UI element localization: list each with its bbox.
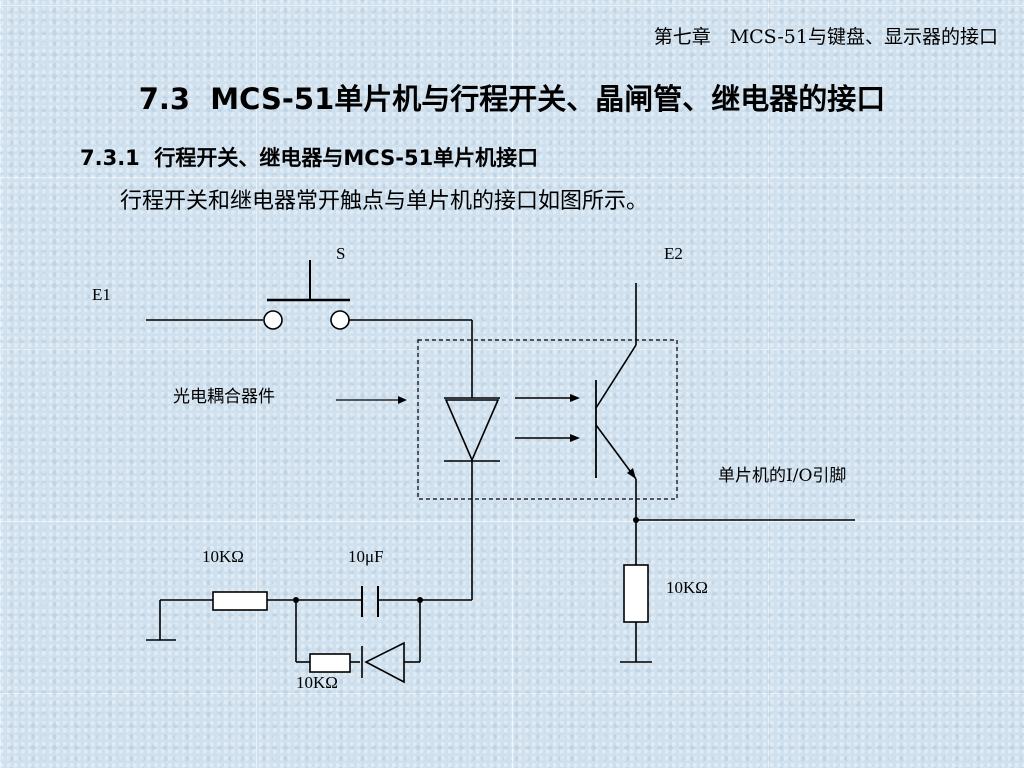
resistor-10k-top — [212, 591, 268, 611]
led-triangle — [444, 399, 500, 463]
label-arrowhead — [398, 396, 407, 404]
junction-right — [417, 597, 423, 603]
label-r3: 10KΩ — [296, 673, 338, 692]
resistor-pulldown — [623, 564, 649, 623]
transistor-emitter — [595, 424, 637, 480]
label-io-pin: 单片机的I/O引脚 — [718, 466, 846, 486]
label-r1: 10KΩ — [202, 547, 244, 566]
label-e1: E1 — [92, 285, 111, 304]
chapter-header: 第七章 MCS-51与键盘、显示器的接口 — [653, 26, 998, 48]
junction-left — [293, 597, 299, 603]
optocoupler-box — [417, 339, 678, 500]
switch-contact-right — [330, 310, 350, 330]
label-optocoupler: 光电耦合器件 — [173, 387, 275, 407]
label-r2: 10KΩ — [666, 578, 708, 597]
resistor-10k-bottom — [309, 653, 351, 673]
switch-contact-left — [263, 310, 283, 330]
label-c1: 10μF — [348, 547, 384, 566]
body-text: 行程开关和继电器常开触点与单片机的接口如图所示。 — [120, 189, 649, 214]
junction-io — [633, 517, 639, 523]
label-s: S — [336, 244, 345, 263]
light-arrowhead-1 — [570, 394, 580, 402]
transistor-collector — [595, 344, 637, 409]
page-title: 7.3 MCS-51单片机与行程开关、晶闸管、继电器的接口 — [138, 82, 886, 116]
label-e2: E2 — [664, 244, 683, 263]
light-arrowhead-2 — [570, 434, 580, 442]
section-title: 7.3.1 行程开关、继电器与MCS-51单片机接口 — [80, 146, 539, 170]
emitter-arrowhead — [627, 468, 636, 479]
diode-triangle — [364, 641, 405, 684]
